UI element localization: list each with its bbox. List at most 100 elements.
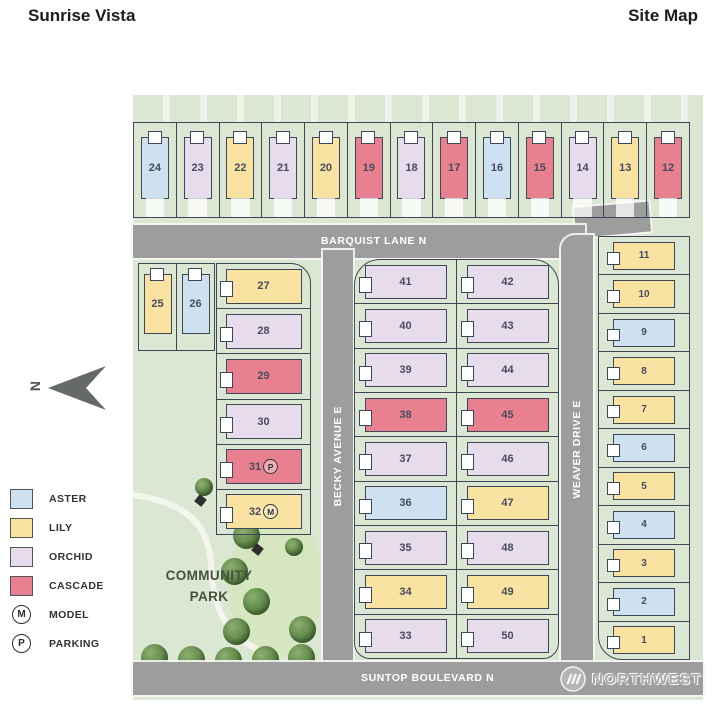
lot-number: 43 bbox=[501, 319, 514, 332]
lot-26: 26 bbox=[181, 268, 210, 334]
lot-number: 28 bbox=[257, 325, 270, 338]
lot-cell-6: 6 bbox=[599, 429, 689, 468]
lot-13: 13 bbox=[611, 131, 640, 199]
legend-label: ORCHID bbox=[49, 550, 93, 563]
lot-6: 6 bbox=[607, 433, 675, 462]
lot-16: 16 bbox=[483, 131, 511, 199]
lot-34: 34 bbox=[358, 574, 447, 609]
lot-33: 33 bbox=[358, 619, 447, 654]
lot-cell-49: 49 bbox=[457, 570, 558, 615]
watermark-text: NORTHWEST bbox=[592, 670, 703, 688]
lot-cell-4: 4 bbox=[599, 506, 689, 545]
lot-43: 43 bbox=[460, 308, 549, 343]
lot-number: 24 bbox=[148, 162, 161, 174]
lot-35: 35 bbox=[358, 530, 447, 565]
lot-cell-46: 46 bbox=[457, 437, 558, 482]
cascade-swatch bbox=[10, 575, 33, 596]
lot-number: 12 bbox=[661, 162, 675, 174]
road-weaver: WEAVER DRIVE E bbox=[561, 235, 593, 663]
lot-cell-42: 42 bbox=[457, 260, 558, 305]
park-label: COMMUNITY PARK bbox=[133, 566, 285, 608]
lot-number: 44 bbox=[501, 364, 514, 377]
lot-number: 29 bbox=[257, 370, 270, 383]
lot-23: 23 bbox=[183, 131, 212, 199]
lot-cell-5: 5 bbox=[599, 468, 689, 507]
lot-25: 25 bbox=[143, 268, 172, 334]
lot-number: 50 bbox=[501, 630, 514, 643]
lot-number: 26 bbox=[189, 298, 202, 310]
road-label-weaver: WEAVER DRIVE E bbox=[571, 399, 583, 499]
lot-8: 8 bbox=[607, 357, 675, 386]
model-badge-icon: M bbox=[263, 504, 279, 520]
lot-number: 48 bbox=[501, 541, 514, 554]
road-label-suntop: SUNTOP BOULEVARD N bbox=[361, 672, 495, 684]
lot-cell-24: 24 bbox=[133, 123, 177, 217]
lot-cell-9: 9 bbox=[599, 314, 689, 353]
lot-cell-18: 18 bbox=[391, 123, 434, 217]
aster-swatch bbox=[10, 488, 33, 509]
lot-49: 49 bbox=[460, 574, 549, 609]
lot-4: 4 bbox=[607, 510, 675, 539]
lot-42: 42 bbox=[460, 264, 549, 299]
lot-48: 48 bbox=[460, 530, 549, 565]
page-subtitle: Site Map bbox=[628, 6, 698, 25]
lot-number: 20 bbox=[319, 162, 333, 174]
lot-cell-1: 1 bbox=[599, 622, 689, 659]
legend-label: PARKING bbox=[49, 637, 100, 650]
lot-47: 47 bbox=[460, 486, 549, 521]
lot-cell-19: 19 bbox=[348, 123, 391, 217]
lot-cell-30: 30 bbox=[217, 400, 310, 445]
lot-9: 9 bbox=[607, 318, 675, 347]
lot-number: 27 bbox=[257, 280, 270, 293]
site-map: COMMUNITY PARK BARQUIST LANE N BECKY AVE… bbox=[133, 95, 703, 700]
lot-cell-23: 23 bbox=[177, 123, 220, 217]
lot-27: 27 bbox=[219, 268, 302, 304]
lot-24: 24 bbox=[140, 131, 169, 199]
lot-number: 35 bbox=[399, 541, 412, 554]
lot-cell-14: 14 bbox=[562, 123, 605, 217]
north-arrow-icon bbox=[48, 366, 106, 410]
lot-number: 5 bbox=[641, 480, 647, 492]
lot-14: 14 bbox=[568, 131, 597, 199]
lot-number: 40 bbox=[399, 319, 412, 332]
lot-number: 9 bbox=[641, 327, 647, 339]
lot-cell-21: 21 bbox=[262, 123, 306, 217]
lot-number: 8 bbox=[641, 365, 647, 377]
road-label-barquist: BARQUIST LANE N bbox=[321, 235, 427, 247]
lot-number: 16 bbox=[490, 162, 504, 174]
lot-number: 3 bbox=[641, 557, 647, 569]
lot-block-west-pair: 25 26 bbox=[138, 263, 215, 351]
road-becky: BECKY AVENUE E bbox=[323, 250, 353, 663]
lot-cell-47: 47 bbox=[457, 482, 558, 526]
lot-38: 38 bbox=[358, 397, 447, 432]
lot-number: 23 bbox=[191, 162, 204, 174]
lot-number: 25 bbox=[151, 298, 164, 310]
lot-cell-39: 39 bbox=[355, 349, 456, 393]
lot-number: 10 bbox=[638, 288, 650, 300]
road-label-becky: BECKY AVENUE E bbox=[332, 406, 344, 507]
lot-19: 19 bbox=[354, 131, 383, 199]
lot-cell-40: 40 bbox=[355, 304, 456, 349]
lot-45: 45 bbox=[460, 397, 549, 432]
lot-7: 7 bbox=[607, 395, 675, 424]
lot-41: 41 bbox=[358, 264, 447, 299]
lot-cell-20: 20 bbox=[305, 123, 348, 217]
lot-cell-27: 27 bbox=[217, 264, 310, 310]
lot-column-mid-right: 42 43 44 45 46 47 48 49 50 bbox=[457, 260, 558, 658]
lot-number: 17 bbox=[448, 162, 461, 174]
lot-number: 30 bbox=[257, 415, 270, 428]
lot-number: 22 bbox=[234, 162, 247, 174]
community-park: COMMUNITY PARK bbox=[133, 258, 323, 674]
lot-number: 11 bbox=[638, 250, 650, 262]
lot-number: 36 bbox=[399, 497, 412, 510]
lot-number: 6 bbox=[641, 442, 647, 454]
tree-icon bbox=[285, 538, 303, 556]
lot-11: 11 bbox=[607, 241, 675, 270]
